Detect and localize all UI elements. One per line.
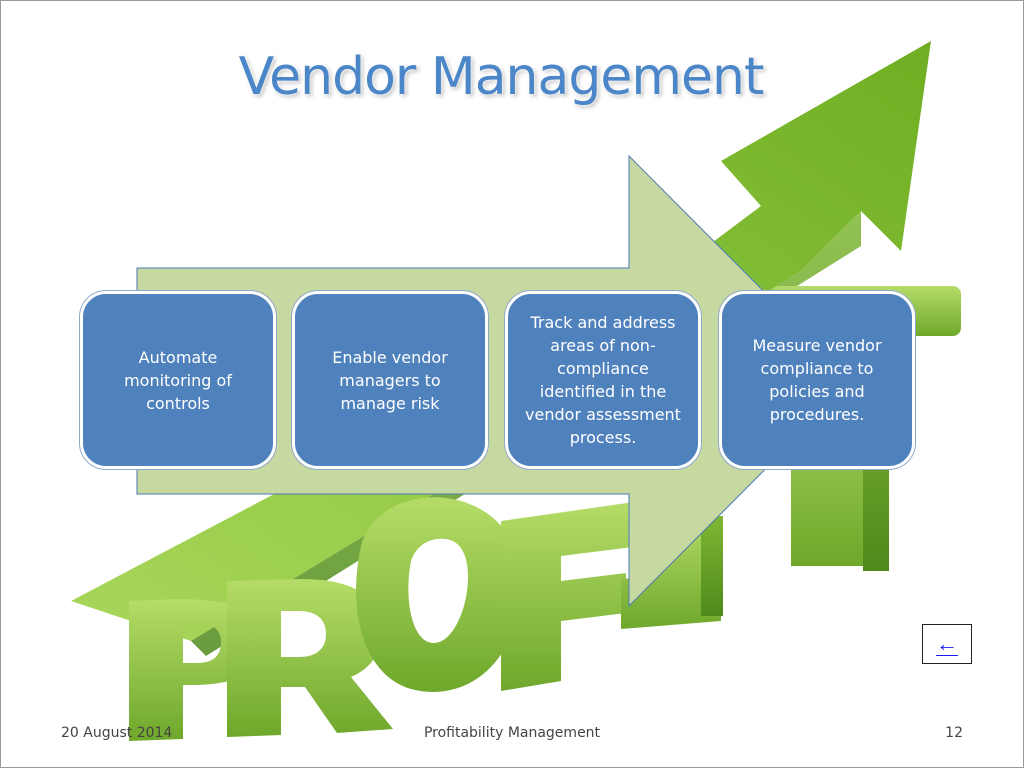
- letter-o-shape: [356, 497, 521, 692]
- letter-i-side: [701, 516, 723, 616]
- step-box-track-noncompliance: Track and address areas of non-complianc…: [505, 291, 701, 469]
- back-arrow-icon: ←: [936, 630, 958, 656]
- letter-r-shape: [227, 579, 393, 737]
- footer-date: 20 August 2014: [61, 725, 173, 741]
- footer-presentation-title: Profitability Management: [423, 725, 601, 741]
- step-box-enable-managers: Enable vendor managers to manage risk: [292, 291, 488, 469]
- step-label: Automate monitoring of controls: [124, 347, 232, 413]
- step-box-automate-monitoring: Automate monitoring of controls: [80, 291, 276, 469]
- growth-arrow-side: [191, 211, 861, 656]
- step-label: Measure vendor compliance to policies an…: [752, 336, 882, 424]
- step-label: Enable vendor managers to manage risk: [332, 347, 448, 413]
- letter-f-shape: [501, 501, 641, 691]
- footer-page-number: 12: [945, 725, 963, 741]
- step-box-measure-compliance: Measure vendor compliance to policies an…: [719, 291, 915, 469]
- back-button[interactable]: ←: [922, 624, 972, 664]
- step-label: Track and address areas of non-complianc…: [525, 313, 681, 447]
- slide-title: Vendor Management: [238, 47, 765, 107]
